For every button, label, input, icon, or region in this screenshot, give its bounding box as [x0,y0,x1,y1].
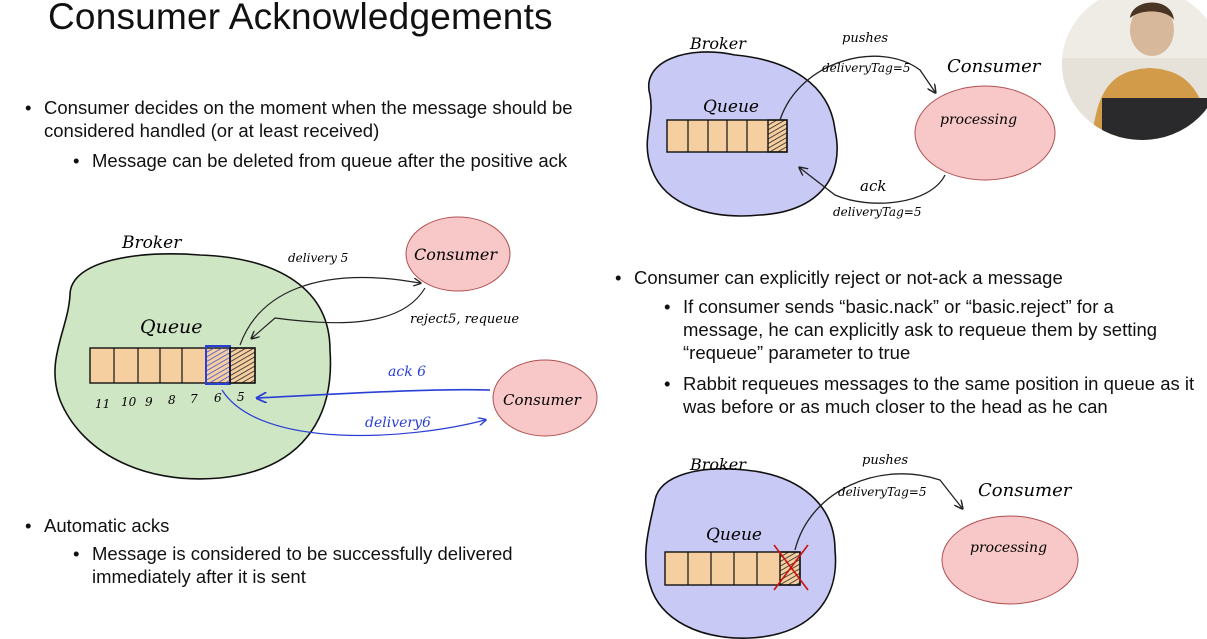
delivery5-label: delivery 5 [288,251,348,265]
cell-number: 5 [237,390,245,404]
consumer-label: Consumer [978,480,1073,501]
subbullet-requeue-position: • Rabbit requeues messages to the same p… [664,372,1203,418]
pushes-label: pushes [862,453,908,468]
ack-arrow [800,168,946,204]
consumer-label-bottom: Consumer [503,391,582,409]
bullet-text: Consumer can explicitly reject or not-ac… [634,267,1063,288]
cell-number: 11 [95,397,110,411]
bullet-consumer-decides: • Consumer decides on the moment when th… [25,96,624,142]
reject-arrow [252,287,426,338]
message-5-requeued [229,347,256,384]
cell-number: 7 [190,392,198,406]
delivery-tag-label: deliveryTag=5 [838,485,926,499]
processing-label: processing [970,540,1047,556]
cell-numbers: 11 10 9 8 7 6 5 [95,390,245,411]
queue-bar [664,544,809,591]
bullet-text: Consumer decides on the moment when the … [44,97,573,141]
bullet-dot: • [664,373,671,394]
bullet-dot: • [615,267,622,288]
pushes-label: pushes [842,31,888,46]
webcam-overlay [1062,0,1207,140]
queue-label: Queue [703,97,759,117]
slide-title: Consumer Acknowledgements [48,0,553,37]
cell-number: 10 [121,395,137,409]
cell-number: 9 [145,395,153,409]
consumer-ellipse [941,515,1079,605]
message-6-acked [205,345,231,385]
bullet-dot: • [25,515,32,536]
diagram-top: Broker Queue Consumer processing pushes … [646,31,1056,219]
consumer-ellipse-bottom [492,359,598,437]
processing-label: processing [940,112,1017,128]
diagram-bottom: Broker Queue Consumer processing pushes … [644,453,1079,639]
consumer-label: Consumer [947,56,1042,77]
delivery5-arrow [239,277,420,346]
ack6-label: ack 6 [388,364,426,380]
bullet-text: Message can be deleted from queue after … [92,150,568,171]
push-arrow [794,473,962,551]
reject-label: reject5, requeue [410,312,519,327]
subbullet-automatic-acks: • Message is considered to be successful… [73,542,562,588]
presenter-video [1062,0,1207,140]
bullet-dot: • [73,150,80,171]
subbullet-requeue-param: • If consumer sends “basic.nack” or “bas… [664,295,1183,364]
cell-number: 6 [214,391,222,405]
queue-label: Queue [140,316,203,338]
delivery-tag-label: deliveryTag=5 [822,61,910,75]
queue-head-message [767,119,788,153]
bullet-automatic-acks: • Automatic acks [25,514,444,537]
bullet-text: Rabbit requeues messages to the same pos… [683,373,1195,417]
bullet-dot: • [664,296,671,317]
queue-bar [666,119,788,153]
bullet-dot: • [25,97,32,118]
delivery6-label: delivery6 [365,415,431,431]
broker-label: Broker [689,34,747,53]
bullet-text: If consumer sends “basic.nack” or “basic… [683,296,1158,363]
queue-label: Queue [706,525,762,545]
consumer-label-top: Consumer [414,245,498,264]
queue-bar [89,345,256,385]
bullet-dot: • [73,543,80,564]
bullet-reject-nack: • Consumer can explicitly reject or not-… [615,266,1154,289]
ack6-arrow [258,388,491,398]
ack-tag-label: deliveryTag=5 [833,205,921,219]
delivery6-arrow [221,389,485,437]
diagram-left: Broker Queue 11 10 9 8 7 6 5 Consumer Co… [54,216,598,480]
bullet-text: Automatic acks [44,515,170,536]
removed-cross-2 [773,544,809,591]
broker-label: Broker [121,233,182,253]
consumer-ellipse-top [405,216,511,292]
cell-number: 8 [168,393,176,407]
broker-label: Broker [689,455,747,474]
ack-label: ack [860,177,886,195]
subbullet-delete-after-ack: • Message can be deleted from queue afte… [73,149,632,172]
push-arrow [779,55,935,121]
bullet-text: Message is considered to be successfully… [92,543,513,587]
consumer-ellipse [914,85,1056,181]
